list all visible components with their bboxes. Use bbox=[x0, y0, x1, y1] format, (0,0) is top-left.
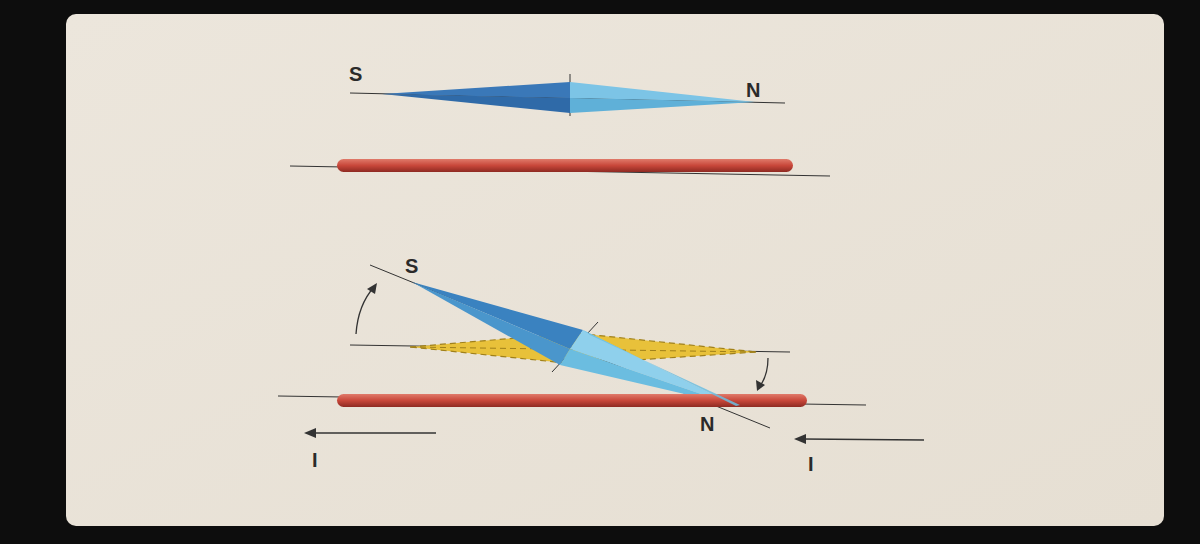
current-arrow bbox=[802, 439, 924, 440]
arrowhead bbox=[304, 428, 316, 438]
needle-over-wire bbox=[583, 330, 740, 406]
needle-north-bottom bbox=[570, 98, 755, 113]
slide-card bbox=[66, 14, 1164, 526]
rotation-arrow bbox=[356, 287, 374, 334]
arrowhead bbox=[794, 434, 806, 444]
pole-label: N bbox=[746, 80, 760, 100]
needle-south-top bbox=[412, 282, 583, 349]
arrowhead bbox=[756, 380, 765, 391]
current-label: I bbox=[808, 454, 814, 474]
needle-south-bottom bbox=[412, 282, 570, 365]
pole-label: S bbox=[349, 64, 362, 84]
pole-label: S bbox=[405, 256, 418, 276]
wire-rod bbox=[337, 159, 793, 172]
needle-south-bottom bbox=[382, 94, 570, 113]
current-label: I bbox=[312, 450, 318, 470]
pole-label: N bbox=[700, 414, 714, 434]
arrowhead bbox=[367, 283, 377, 294]
current-arrow bbox=[312, 432, 436, 433]
rotation-arrow bbox=[760, 358, 768, 386]
